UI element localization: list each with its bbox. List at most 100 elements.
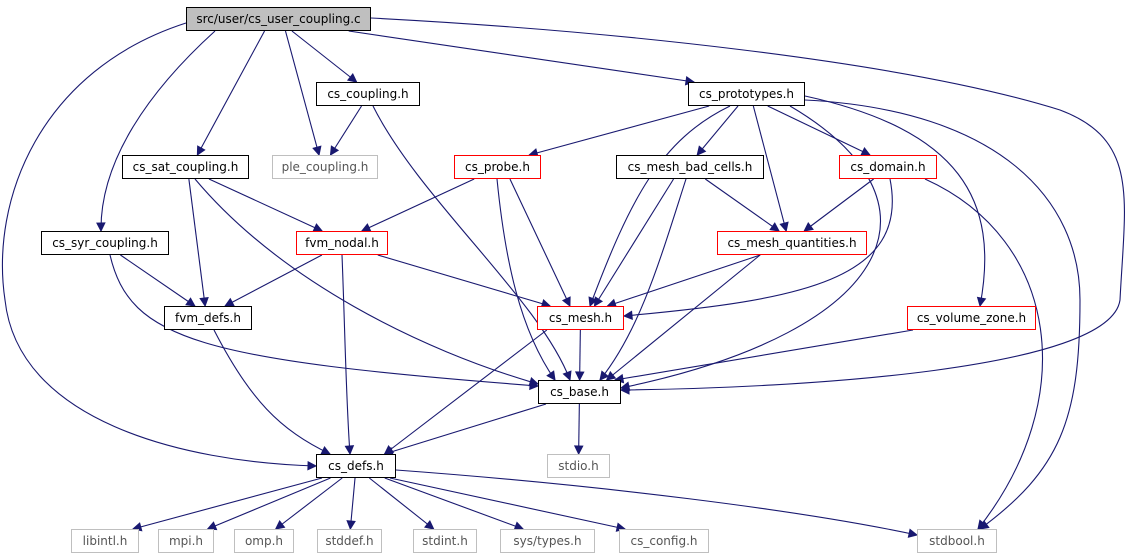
node-libintl: libintl.h (71, 529, 139, 553)
node-cs-volume-zone[interactable]: cs_volume_zone.h (907, 306, 1036, 330)
edge-cs_coupling-to-cs_base (372, 105, 571, 381)
node-stddef: stddef.h (317, 529, 382, 553)
edge-cs_domain-to-stdbool (924, 178, 1043, 530)
edge-root-to-cs_syr_coupling-arrowhead (96, 222, 106, 233)
edge-fvm_nodal-to-cs_defs-arrowhead (344, 445, 355, 456)
edge-cs_sat_coupling-to-fvm_defs-arrowhead (199, 296, 209, 308)
edge-cs_coupling-to-cs_base-arrowhead (562, 370, 572, 382)
node-fvm-defs[interactable]: fvm_defs.h (164, 306, 252, 330)
edge-cs_prototypes-to-cs_mesh_bad_cells (696, 105, 739, 156)
edge-cs_sat_coupling-to-fvm_nodal (208, 178, 323, 232)
node-stdint: stdint.h (413, 529, 477, 553)
node-cs-syr-coupling[interactable]: cs_syr_coupling.h (41, 231, 169, 255)
node-cs-probe[interactable]: cs_probe.h (454, 155, 541, 179)
edge-cs_domain-to-cs_mesh (623, 178, 893, 317)
edge-cs_mesh_bad_cells-to-cs_base-arrowhead (599, 370, 610, 381)
edge-cs_mesh_bad_cells-to-cs_base (599, 178, 687, 381)
node-omp: omp.h (234, 529, 294, 553)
edge-cs_domain-to-cs_mesh_quantities-arrowhead (803, 222, 814, 232)
node-cs-config: cs_config.h (619, 529, 709, 553)
edge-cs_mesh_bad_cells-to-cs_mesh_quantities-arrowhead (769, 222, 780, 232)
edge-cs_defs-to-stddef (349, 477, 356, 530)
edge-cs_prototypes-to-cs_volume_zone (804, 95, 986, 307)
edge-cs_coupling-to-ple_coupling (330, 105, 363, 156)
node-mpi: mpi.h (158, 529, 214, 553)
edge-root-to-cs_prototypes (348, 30, 695, 83)
edge-cs_probe-to-fvm_nodal (361, 178, 475, 232)
edge-cs_volume_zone-to-cs_base (614, 329, 914, 381)
node-sys-types: sys/types.h (500, 529, 595, 553)
edge-root-to-cs_defs (1, 22, 317, 467)
node-cs-domain[interactable]: cs_domain.h (839, 155, 937, 179)
edge-cs_defs-to-omp-arrowhead (274, 520, 286, 530)
edge-cs_coupling-to-ple_coupling-arrowhead (329, 145, 340, 156)
node-ple-coupling: ple_coupling.h (272, 155, 378, 179)
node-fvm-nodal[interactable]: fvm_nodal.h (296, 231, 388, 255)
edge-cs_domain-to-cs_mesh_quantities (803, 178, 874, 232)
edge-cs_defs-to-cs_config (389, 477, 626, 530)
edge-cs_base-to-stdio-arrowhead (573, 445, 584, 456)
node-cs-sat-coupling[interactable]: cs_sat_coupling.h (122, 155, 249, 179)
edge-cs_mesh_quantities-to-cs_base-arrowhead (605, 370, 617, 381)
edge-cs_defs-to-omp (275, 477, 343, 530)
node-stdbool: stdbool.h (917, 529, 997, 553)
edge-fvm_nodal-to-cs_defs (341, 254, 351, 455)
node-root[interactable]: src/user/cs_user_coupling.c (186, 7, 371, 31)
edge-root-to-cs_coupling-arrowhead (346, 72, 358, 83)
edge-root-to-cs_sat_coupling (196, 30, 266, 156)
edge-cs_defs-to-stddef-arrowhead (346, 520, 356, 531)
node-cs-mesh[interactable]: cs_mesh.h (537, 306, 624, 330)
edge-cs_base-to-cs_defs (384, 403, 547, 455)
node-cs-mesh-bad-cells[interactable]: cs_mesh_bad_cells.h (616, 155, 764, 179)
edge-cs_prototypes-to-cs_mesh_quantities-arrowhead (779, 221, 789, 233)
edge-cs_defs-to-mpi (207, 477, 331, 530)
edge-cs_domain-to-cs_mesh-arrowhead (622, 310, 633, 321)
edge-cs_syr_coupling-to-cs_base (109, 254, 539, 387)
edge-cs_prototypes-to-cs_volume_zone-arrowhead (976, 296, 987, 308)
edge-cs_probe-to-cs_base (496, 178, 556, 381)
edge-cs_sat_coupling-to-fvm_defs (188, 178, 206, 307)
edge-root-to-ple_coupling-arrowhead (312, 145, 322, 157)
node-cs-defs[interactable]: cs_defs.h (316, 454, 396, 478)
edge-cs_mesh-to-cs_base-arrowhead (574, 371, 585, 382)
edge-cs_prototypes-to-cs_domain (767, 105, 871, 156)
edge-fvm_nodal-to-cs_mesh (377, 254, 551, 307)
edge-fvm_nodal-to-fvm_defs (224, 254, 323, 307)
edge-cs_defs-to-sys_types (384, 477, 524, 530)
edge-cs_defs-to-stdbool-arrowhead (907, 528, 919, 538)
node-cs-coupling[interactable]: cs_coupling.h (316, 82, 420, 106)
edge-cs_defs-to-stdint-arrowhead (424, 519, 435, 530)
edge-cs_syr_coupling-to-fvm_defs (120, 254, 196, 307)
edge-cs_mesh_bad_cells-to-cs_mesh-arrowhead (593, 296, 604, 307)
edge-cs_defs-to-stdbool (395, 469, 918, 536)
edge-cs_prototypes-to-cs_base (620, 105, 881, 389)
edge-cs_prototypes-to-stdbool (804, 99, 1081, 530)
edge-cs_mesh-to-cs_defs (384, 329, 548, 455)
edge-cs_prototypes-to-cs_mesh_quantities (752, 105, 787, 232)
edge-root-to-cs_base (370, 17, 1125, 391)
edge-cs_defs-to-libintl (132, 477, 323, 530)
edge-cs_domain-to-stdbool-arrowhead (977, 519, 988, 530)
edge-cs_prototypes-to-cs_mesh_bad_cells-arrowhead (696, 145, 707, 156)
edge-root-to-ple_coupling (284, 30, 320, 156)
node-cs-mesh-quantities[interactable]: cs_mesh_quantities.h (717, 231, 867, 255)
edge-root-to-cs_coupling (291, 30, 357, 83)
edge-cs_prototypes-to-cs_base-arrowhead (619, 381, 631, 391)
edge-cs_prototypes-to-cs_mesh (589, 105, 731, 307)
node-cs-base[interactable]: cs_base.h (538, 380, 621, 404)
edge-fvm_defs-to-cs_defs (213, 329, 331, 455)
edge-cs_mesh_bad_cells-to-cs_mesh_quantities (704, 178, 780, 232)
edge-cs_syr_coupling-to-fvm_defs-arrowhead (185, 297, 196, 307)
node-cs-prototypes[interactable]: cs_prototypes.h (688, 82, 805, 106)
edge-cs_sat_coupling-to-cs_base (194, 178, 539, 385)
edge-cs_probe-to-cs_base-arrowhead (546, 370, 556, 381)
edge-cs_defs-to-stdint (369, 477, 434, 530)
edge-cs_probe-to-cs_mesh (509, 178, 571, 307)
edge-cs_mesh_quantities-to-cs_base (606, 254, 761, 381)
node-stdio: stdio.h (547, 454, 610, 478)
edge-cs_mesh_quantities-to-cs_mesh (607, 254, 761, 307)
edge-cs_prototypes-to-cs_probe (529, 105, 710, 156)
edge-root-to-cs_defs-arrowhead (307, 460, 318, 471)
edge-cs_mesh_bad_cells-to-cs_mesh (593, 178, 675, 307)
